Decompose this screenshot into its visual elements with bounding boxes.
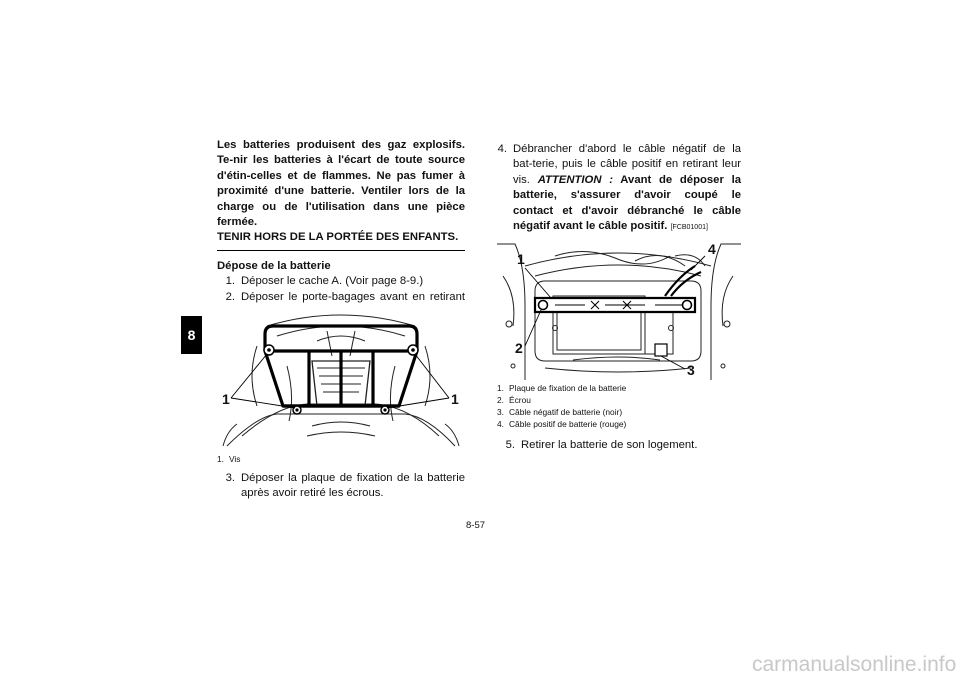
step-1: 1. Déposer le cache A. (Voir page 8-9.) (217, 274, 465, 289)
section-title: Dépose de la batterie (217, 259, 331, 272)
warning-caps: TENIR HORS DE LA PORTÉE DES ENFANTS. (217, 230, 465, 251)
right-column: 4. Débrancher d'abord le câble négatif d… (497, 142, 741, 235)
front-carrier-figure: 1 1 (217, 306, 465, 452)
step-number: 4. (497, 143, 507, 155)
callout-screw-right: 1 (451, 391, 459, 407)
step-text: Déposer la plaque de fixation de la batt… (241, 472, 465, 500)
caption-item: 1. Vis (217, 454, 241, 464)
attention-tag: ATTENTION : (537, 173, 613, 186)
chapter-tab: 8 (181, 316, 202, 354)
callout-positive-cable: 4 (708, 241, 716, 257)
step-text: Déposer le cache A. (Voir page 8-9.) (241, 275, 424, 288)
caption-item: 3. Câble négatif de batterie (noir) (497, 407, 623, 417)
step-number: 1. (225, 275, 235, 288)
step-text: Débrancher d'abord le câble négatif de l… (513, 143, 741, 233)
left-step-3: 3. Déposer la plaque de fixation de la b… (217, 471, 465, 502)
step-4: 4. Débrancher d'abord le câble négatif d… (497, 142, 741, 235)
front-carrier-illustration (222, 314, 460, 447)
callout-retaining-plate: 1 (517, 251, 525, 267)
watermark: carmanualsonline.info (752, 653, 957, 676)
left-column: Les batteries produisent des gaz explosi… (217, 138, 465, 320)
step-5: 5. Retirer la batterie de son logement. (497, 438, 741, 453)
step-number: 5. (505, 439, 515, 451)
callout-screw-left: 1 (222, 391, 230, 407)
left-figure-caption: 1. Vis (217, 453, 240, 465)
step-text: Retirer la batterie de son logement. (521, 439, 698, 451)
step-number: 3. (225, 472, 235, 484)
attention-text: Avant de déposer la batterie, s'assurer … (513, 173, 741, 233)
page-number: 8-57 (466, 520, 486, 531)
step-3: 3. Déposer la plaque de fixation de la b… (217, 471, 465, 502)
caption-item: 2. Écrou (497, 395, 531, 405)
reference-code: [FCB01001] (670, 224, 708, 232)
right-step-5: 5. Retirer la batterie de son logement. (497, 438, 741, 453)
caption-item: 1. Plaque de fixation de la batterie (497, 383, 627, 393)
caption-item: 4. Câble positif de batterie (rouge) (497, 419, 627, 429)
right-figure-caption: 1. Plaque de fixation de la batterie 2. … (497, 382, 626, 430)
battery-illustration (497, 243, 741, 380)
attention-note: ATTENTION : Avant de déposer la batterie… (513, 174, 741, 232)
warning-text: Les batteries produisent des gaz explosi… (217, 139, 465, 229)
step-number: 2. (225, 290, 235, 303)
callout-negative-cable: 3 (687, 362, 695, 378)
battery-figure: 1 4 2 3 (495, 236, 743, 380)
callout-nut: 2 (515, 340, 523, 356)
